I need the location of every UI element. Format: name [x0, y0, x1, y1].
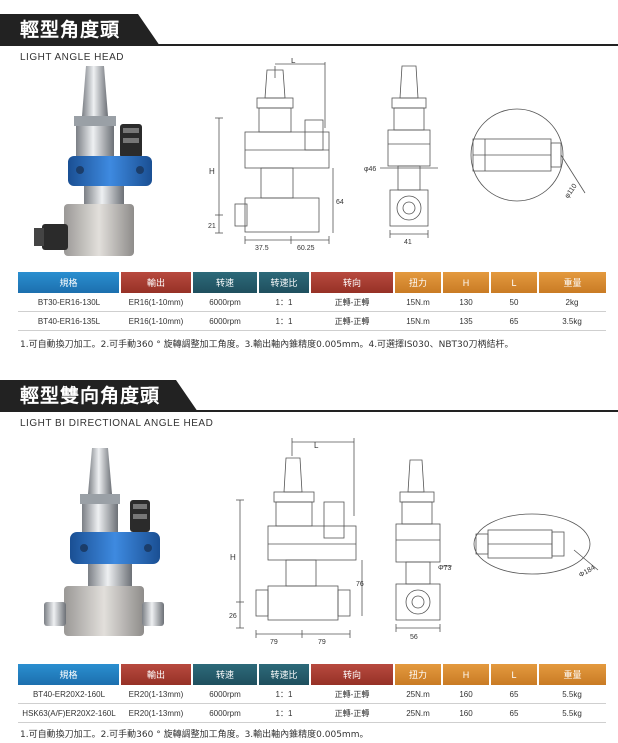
cell: 6000rpm — [192, 685, 258, 704]
cell: 3.5kg — [538, 311, 606, 331]
th-spec: 規格 — [18, 664, 121, 685]
cell: 1：1 — [258, 703, 310, 723]
cell: 5.5kg — [538, 703, 606, 723]
section1-subtitle: LIGHT ANGLE HEAD — [20, 52, 124, 63]
th-direction: 转向 — [310, 664, 395, 685]
cell: BT40-ER16-135L — [18, 311, 120, 331]
section1-title: 輕型角度頭 — [0, 14, 160, 46]
section2-spec-table: 規格 輸出 转速 转速比 转向 扭力 H L 重量 BT40-ER20X2-16… — [18, 664, 606, 723]
cell: ER20(1-13mm) — [120, 685, 192, 704]
cell: 1：1 — [258, 685, 310, 704]
section2-title-rule — [0, 410, 618, 412]
dim-phi73-label: Φ73 — [438, 565, 451, 572]
cell: 1：1 — [258, 311, 310, 331]
cell: 6000rpm — [192, 703, 258, 723]
cell: 1：1 — [258, 293, 310, 312]
th-ratio: 转速比 — [258, 664, 311, 685]
cell: 65 — [490, 311, 538, 331]
angle-head-side-drawing: L H 21 64 37.5 60.25 — [208, 58, 344, 252]
th-spec: 規格 — [18, 272, 121, 293]
cell: 正轉-正轉 — [310, 311, 394, 331]
dim-phi46-label: φ46 — [364, 166, 376, 173]
th-l: L — [490, 664, 539, 685]
cell: 135 — [442, 311, 490, 331]
dim-l-label-2: L — [314, 441, 319, 450]
th-torque: 扭力 — [394, 272, 443, 293]
cell: 2kg — [538, 293, 606, 312]
th-output: 輸出 — [120, 272, 193, 293]
angle-head-top-drawing: φ110 — [470, 108, 586, 202]
cell: 正轉-正轉 — [310, 685, 394, 704]
section2-table-header-row: 規格 輸出 转速 转速比 转向 扭力 H L 重量 — [18, 664, 606, 685]
bi-head-front-drawing: Φ73 56 — [395, 459, 452, 641]
cell: HSK63(A/F)ER20X2-160L — [18, 703, 120, 723]
dim-76-label: 76 — [356, 581, 364, 588]
section1-note: 1.可自動換刀加工。2.可手動360 ° 旋轉調整加工角度。3.輸出軸內錐精度0… — [20, 340, 514, 350]
th-ratio: 转速比 — [258, 272, 311, 293]
th-l: L — [490, 272, 539, 293]
cell: 25N.m — [394, 685, 442, 704]
table-row: HSK63(A/F)ER20X2-160L ER20(1-13mm) 6000r… — [18, 703, 606, 723]
table-row: BT30-ER16-130L ER16(1-10mm) 6000rpm 1：1 … — [18, 293, 606, 312]
section2-subtitle: LIGHT BI DIRECTIONAL ANGLE HEAD — [20, 418, 214, 429]
cell: 160 — [442, 703, 490, 723]
th-output: 輸出 — [120, 664, 193, 685]
cell: ER20(1-13mm) — [120, 703, 192, 723]
section2-note: 1.可自動換刀加工。2.可手動360 ° 旋轉調整加工角度。3.輸出軸內錐精度0… — [20, 730, 369, 740]
cell: 50 — [490, 293, 538, 312]
section1-title-rule — [0, 44, 618, 46]
dim-h-label-2: H — [230, 553, 236, 562]
th-torque: 扭力 — [394, 664, 443, 685]
dim-60-25-label: 60.25 — [297, 245, 315, 252]
dim-41-label: 41 — [404, 239, 412, 246]
dim-26-label: 26 — [229, 613, 237, 620]
cell: 65 — [490, 703, 538, 723]
bi-head-top-drawing: Φ184 — [473, 513, 599, 579]
section1-spec-table: 規格 輸出 转速 转速比 转向 扭力 H L 重量 BT30-ER16-130L… — [18, 272, 606, 331]
th-speed: 转速 — [192, 664, 259, 685]
dim-h-label: H — [209, 167, 215, 176]
dim-79-left-label: 79 — [270, 639, 278, 646]
cell: 130 — [442, 293, 490, 312]
cell: ER16(1-10mm) — [120, 311, 192, 331]
dim-21-label: 21 — [208, 223, 216, 230]
cell: 6000rpm — [192, 293, 258, 312]
th-weight: 重量 — [538, 272, 606, 293]
bi-directional-angle-head-photo — [44, 448, 164, 636]
section1-table-header-row: 規格 輸出 转速 转速比 转向 扭力 H L 重量 — [18, 272, 606, 293]
cell: 25N.m — [394, 703, 442, 723]
table-row: BT40-ER20X2-160L ER20(1-13mm) 6000rpm 1：… — [18, 685, 606, 704]
cell: 15N.m — [394, 293, 442, 312]
dim-phi110-label: φ110 — [564, 183, 579, 200]
th-weight: 重量 — [538, 664, 606, 685]
dim-64-label: 64 — [336, 199, 344, 206]
cell: 正轉-正轉 — [310, 293, 394, 312]
cell: ER16(1-10mm) — [120, 293, 192, 312]
cell: 5.5kg — [538, 685, 606, 704]
dim-l-label: L — [291, 58, 296, 65]
cell: 正轉-正轉 — [310, 703, 394, 723]
dim-79-right-label: 79 — [318, 639, 326, 646]
bi-head-side-drawing: L H 26 76 79 79 — [229, 438, 364, 646]
angle-head-front-drawing: φ46 41 — [364, 65, 438, 246]
table-row: BT40-ER16-135L ER16(1-10mm) 6000rpm 1：1 … — [18, 311, 606, 331]
cell: 65 — [490, 685, 538, 704]
th-direction: 转向 — [310, 272, 395, 293]
dim-56-label: 56 — [410, 634, 418, 641]
th-h: H — [442, 664, 491, 685]
th-h: H — [442, 272, 491, 293]
cell: 6000rpm — [192, 311, 258, 331]
angle-head-photo — [34, 66, 152, 256]
cell: 15N.m — [394, 311, 442, 331]
th-speed: 转速 — [192, 272, 259, 293]
cell: 160 — [442, 685, 490, 704]
cell: BT40-ER20X2-160L — [18, 685, 120, 704]
dim-phi184-label: Φ184 — [578, 564, 597, 579]
dim-37-5-label: 37.5 — [255, 245, 269, 252]
section2-title: 輕型雙向角度頭 — [0, 380, 198, 412]
cell: BT30-ER16-130L — [18, 293, 120, 312]
